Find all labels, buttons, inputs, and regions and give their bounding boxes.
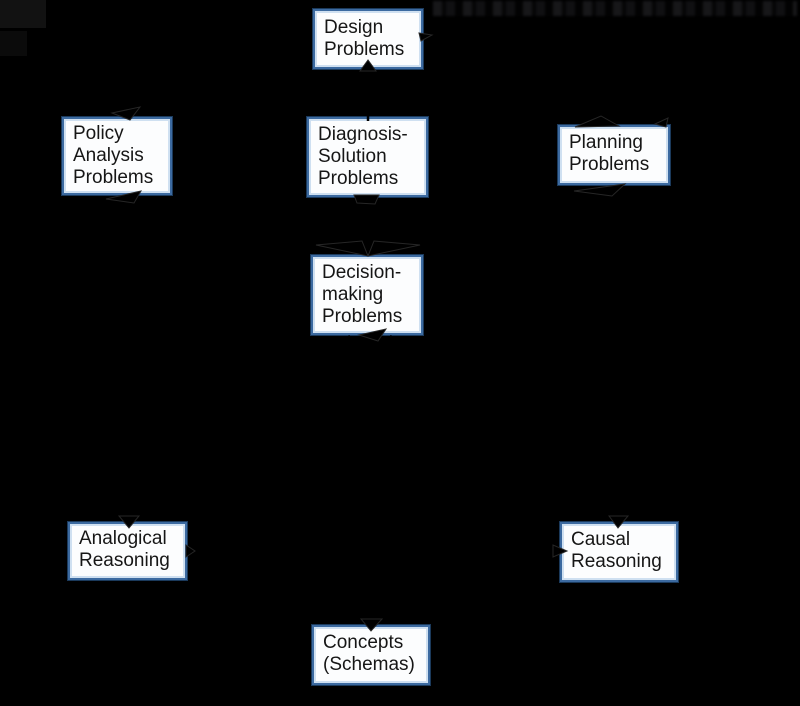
node-label-line: Problems [318, 168, 399, 189]
dark-corner-artifact2 [0, 31, 27, 56]
node-label-line: Reasoning [79, 550, 170, 571]
node-label-line: Analysis [73, 145, 144, 166]
node-label-line: making [322, 284, 384, 305]
node-diagnosis-solution-problems: Diagnosis- Solution Problems [307, 117, 428, 197]
node-analogical-reasoning: Analogical Reasoning [68, 522, 187, 580]
line-decision-analogical [129, 335, 351, 517]
node-label-line: Problems [569, 154, 650, 175]
arrowhead-at-analogical-right [185, 544, 196, 558]
line-decision-causal [389, 335, 618, 517]
node-label-line: (Schemas) [323, 654, 415, 675]
dark-corner-artifact [0, 0, 46, 28]
node-design-problems: Design Problems [313, 9, 423, 69]
node-label-line: Reasoning [571, 551, 662, 572]
node-concepts-schemas: Concepts (Schemas) [312, 625, 430, 685]
node-label-line: Solution [318, 146, 387, 167]
node-label-line: Analogical [79, 528, 167, 549]
line-decision-concepts [367, 335, 373, 619]
node-label-line: Causal [571, 529, 631, 550]
node-label-line: Diagnosis- [318, 124, 408, 145]
node-label-line: Policy [73, 123, 124, 144]
node-label-line: Problems [322, 306, 403, 327]
arrowhead-planning-bottom [573, 183, 627, 197]
node-planning-problems: Planning Problems [558, 125, 670, 185]
node-label-line: Decision- [322, 262, 402, 283]
arrowhead-into-decision-top-right [367, 240, 421, 257]
node-policy-analysis-problems: Policy Analysis Problems [62, 117, 172, 195]
faint-text-artifact [433, 1, 797, 16]
node-decision-making-problems: Decision- making Problems [311, 255, 423, 335]
node-label-line: Design [324, 17, 384, 38]
node-causal-reasoning: Causal Reasoning [560, 522, 678, 582]
node-label-line: Problems [324, 39, 405, 60]
arrowhead-into-decision-top-left [315, 240, 369, 257]
node-label-line: Problems [73, 167, 154, 188]
node-label-line: Planning [569, 132, 643, 153]
node-label-line: Concepts [323, 632, 404, 653]
